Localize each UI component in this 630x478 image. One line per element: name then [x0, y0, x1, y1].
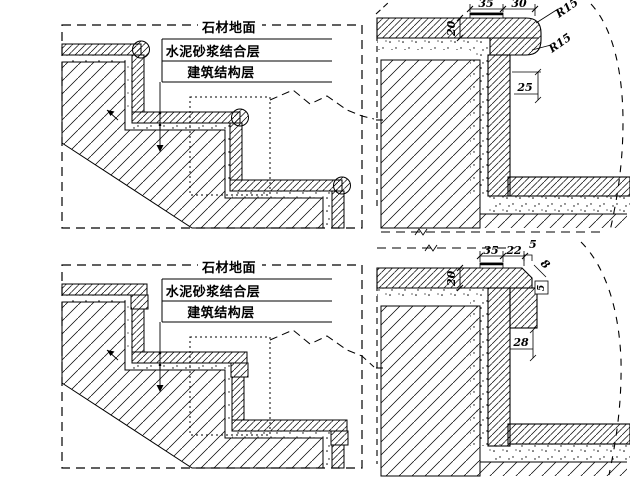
mortar-stipple — [377, 288, 630, 462]
label-structure-layer: 建筑结构层 — [187, 305, 255, 321]
label-structure-layer: 建筑结构层 — [187, 65, 255, 81]
layer-label-box: 石材地面 水泥砂浆结合层 建筑结构层 — [161, 19, 332, 83]
dim-22: 22 — [505, 244, 522, 257]
stair-section-bullnose: 石材地面 水泥砂浆结合层 建筑结构层 — [61, 19, 375, 229]
detail-leader — [269, 89, 375, 120]
mortar-stipple — [62, 55, 330, 228]
breakout-boundary — [376, 241, 622, 476]
dim-35: 35 — [483, 244, 498, 257]
concrete-section — [61, 301, 324, 469]
label-stone-floor: 石材地面 — [201, 20, 256, 36]
nose-detail-chamfer: 35 22 5 8 5 20 28 — [376, 240, 630, 477]
dim-35: 35 — [478, 0, 493, 10]
dim-20: 20 — [445, 20, 458, 37]
stone-nosing — [376, 267, 630, 447]
dim-8: 8 — [538, 257, 553, 272]
mortar-stipple — [62, 295, 331, 468]
antislip-strip — [479, 262, 504, 269]
dim-25: 25 — [516, 81, 532, 94]
label-leader — [106, 322, 164, 392]
dim-30: 30 — [511, 0, 527, 10]
layer-label-box: 石材地面 水泥砂浆结合层 建筑结构层 — [161, 259, 332, 323]
stair-section-square: 石材地面 水泥砂浆结合层 建筑结构层 — [61, 259, 375, 469]
detail-callout-box — [189, 96, 271, 196]
detail-callout-box — [189, 336, 271, 436]
mortar-stipple — [377, 38, 630, 214]
dim-5-top: 5 — [529, 240, 537, 251]
concrete-section — [380, 59, 627, 229]
dim-5-box: 5 — [537, 285, 547, 291]
antislip-strip — [469, 12, 504, 19]
concrete-section — [61, 61, 324, 229]
stone-nosing — [376, 17, 630, 197]
concrete-section — [380, 305, 627, 477]
dim-r15-bottom: R15 — [545, 31, 573, 56]
dim-28: 28 — [512, 336, 529, 349]
label-leader — [106, 82, 164, 152]
label-mortar-layer: 水泥砂浆结合层 — [166, 284, 261, 300]
dimensions: 35 22 5 8 5 20 28 — [445, 240, 553, 362]
dim-20: 20 — [445, 270, 458, 287]
label-stone-floor: 石材地面 — [201, 260, 256, 276]
label-mortar-layer: 水泥砂浆结合层 — [166, 44, 261, 60]
dim-r15-top: R15 — [552, 0, 580, 21]
breakout-boundary — [375, 1, 624, 236]
nose-detail-bullnose: 35 30 20 R15 R15 25 — [375, 0, 630, 236]
stone-steps — [61, 40, 351, 229]
detail-leader — [269, 329, 375, 368]
stone-joints — [459, 18, 539, 39]
